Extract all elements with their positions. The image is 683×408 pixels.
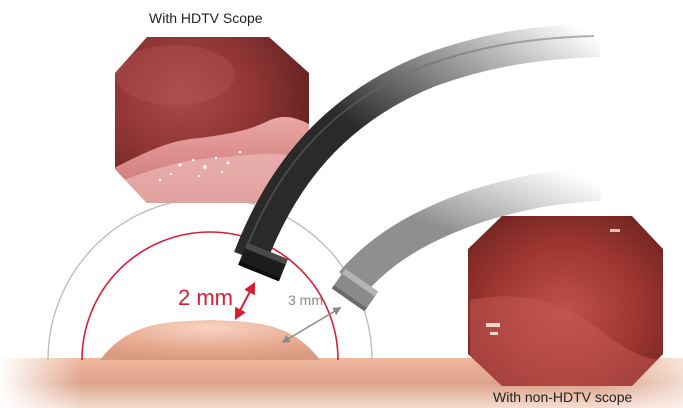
non-hdtv-caption: With non-HDTV scope <box>493 389 632 405</box>
hdtv-caption: With HDTV Scope <box>149 10 263 26</box>
non-hdtv-endoscopic-image <box>468 216 665 390</box>
hdtv-distance-label: 2 mm <box>178 285 233 311</box>
non-hdtv-distance-label: 3 mm <box>288 292 323 308</box>
non-hdtv-distance-arrow <box>283 308 340 342</box>
hdtv-distance-arrow <box>236 284 254 318</box>
